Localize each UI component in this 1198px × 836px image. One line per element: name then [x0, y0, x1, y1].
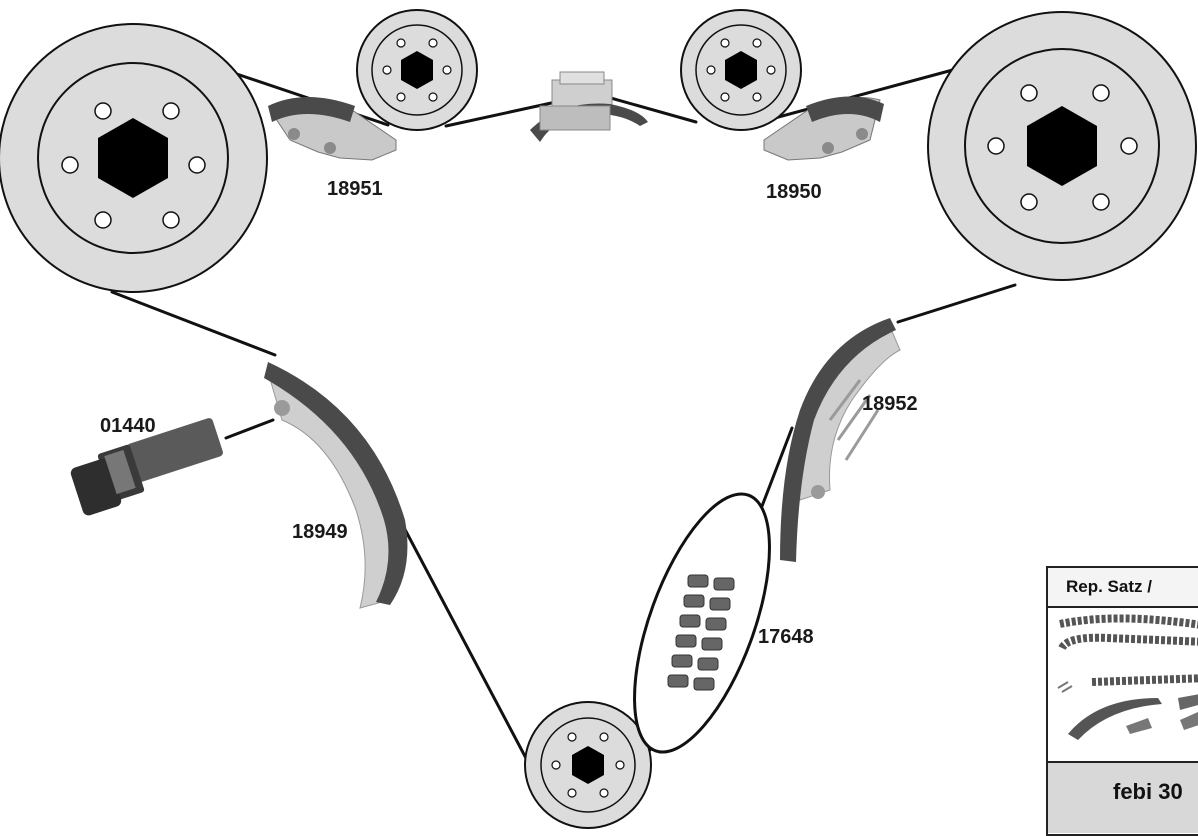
camshaft-pulley-right [927, 11, 1197, 281]
label-17648: 17648 [758, 626, 814, 648]
chain-path [110, 63, 1017, 764]
hex-hub-icon [572, 746, 604, 784]
camshaft-pulley-left [0, 23, 268, 293]
chain-tensioner-01440 [70, 418, 223, 516]
repair-kit-footer: febi 30 [1048, 761, 1198, 833]
label-18951: 18951 [327, 178, 383, 200]
chain-links-17648 [633, 492, 771, 754]
guide-rail-18952 [780, 318, 901, 562]
repair-kit-panel: Rep. Satz / febi 30 [1046, 566, 1198, 836]
label-18949: 18949 [292, 521, 348, 543]
idler-pulley-top-right [680, 9, 802, 131]
guide-rail-18949 [264, 362, 408, 609]
guide-rail-18950 [763, 96, 884, 161]
upper-guide-rail [530, 71, 648, 142]
repair-kit-image [1057, 614, 1198, 740]
label-01440: 01440 [100, 415, 156, 437]
chain-link-column-left [667, 574, 709, 688]
hex-hub-icon [98, 118, 168, 198]
hex-hub-icon [1027, 106, 1097, 186]
crankshaft-pulley [524, 701, 652, 829]
label-18950: 18950 [766, 181, 822, 203]
repair-kit-header: Rep. Satz / [1048, 568, 1198, 608]
guide-rail-18951 [268, 97, 397, 161]
repair-kit-part-number: febi 30 [1113, 779, 1183, 804]
hex-hub-icon [725, 51, 757, 89]
idler-pulley-top-left [356, 9, 478, 131]
chain-link-column-right [693, 577, 735, 691]
hex-hub-icon [401, 51, 433, 89]
label-18952: 18952 [862, 393, 918, 415]
